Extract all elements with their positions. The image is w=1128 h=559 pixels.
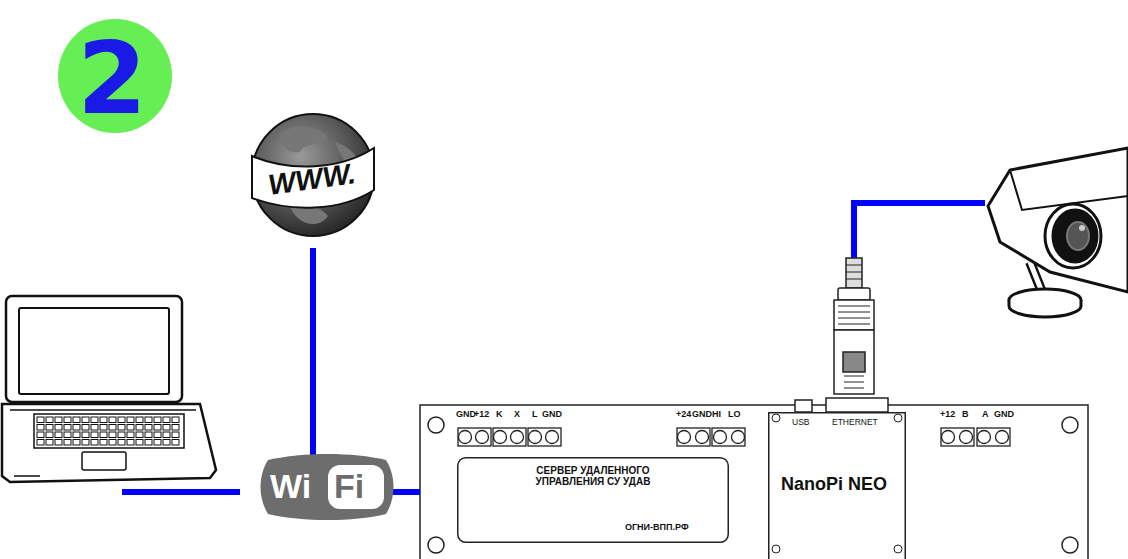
connector — [310, 248, 316, 456]
node-text: Fi — [334, 468, 364, 505]
node-text: NanoPi NEO — [765, 475, 903, 495]
server-label-box: СЕРВЕР УДАЛЕННОГО УПРАВЛЕНИЯ СУ УДАВ ОГНИ… — [457, 457, 729, 543]
callout-badge: 2 — [54, 18, 176, 134]
node-text: K — [496, 410, 503, 420]
node-text: L — [532, 410, 538, 420]
ports — [795, 398, 888, 412]
node-text: LO — [728, 410, 741, 420]
camera-icon — [988, 148, 1128, 317]
wire — [122, 489, 240, 495]
node-text: GND — [456, 410, 476, 420]
node-text: GND — [994, 410, 1014, 420]
laptop-icon — [2, 296, 216, 482]
nanopi-module: USB ETHERNET NanoPi NEO — [765, 412, 909, 559]
wifi-logo: Wi Fi — [258, 454, 394, 520]
node-text: X — [514, 410, 520, 420]
node-text: СЕРВЕР УДАЛЕННОГО УПРАВЛЕНИЯ СУ УДАВ — [505, 465, 681, 487]
node-text: ОГНИ-ВПП.РФ — [625, 523, 689, 533]
node-text: +24 — [676, 410, 691, 420]
globe-icon: WWW. — [250, 112, 376, 238]
node-text: HI — [712, 410, 721, 420]
node-text: A — [982, 410, 989, 420]
node-text: GND — [542, 410, 562, 420]
node-text: USB — [792, 418, 809, 427]
board-outline — [420, 405, 1088, 559]
rj45-plug — [834, 258, 874, 394]
node-text: ETHERNET — [832, 418, 878, 427]
connector — [392, 489, 420, 495]
server-board: GND+12KXLGND+24GNDHILO+12BAGNDСЕРВЕР УДА… — [420, 405, 1088, 559]
node-text: +12 — [474, 410, 489, 420]
node-text: GND — [692, 410, 712, 420]
node-text: 2 — [54, 24, 170, 134]
node-text: +12 — [940, 410, 955, 420]
node-text: Wi — [270, 468, 311, 505]
cable — [854, 203, 985, 265]
terminal-blocks — [458, 428, 1010, 446]
node-text: B — [962, 410, 969, 420]
